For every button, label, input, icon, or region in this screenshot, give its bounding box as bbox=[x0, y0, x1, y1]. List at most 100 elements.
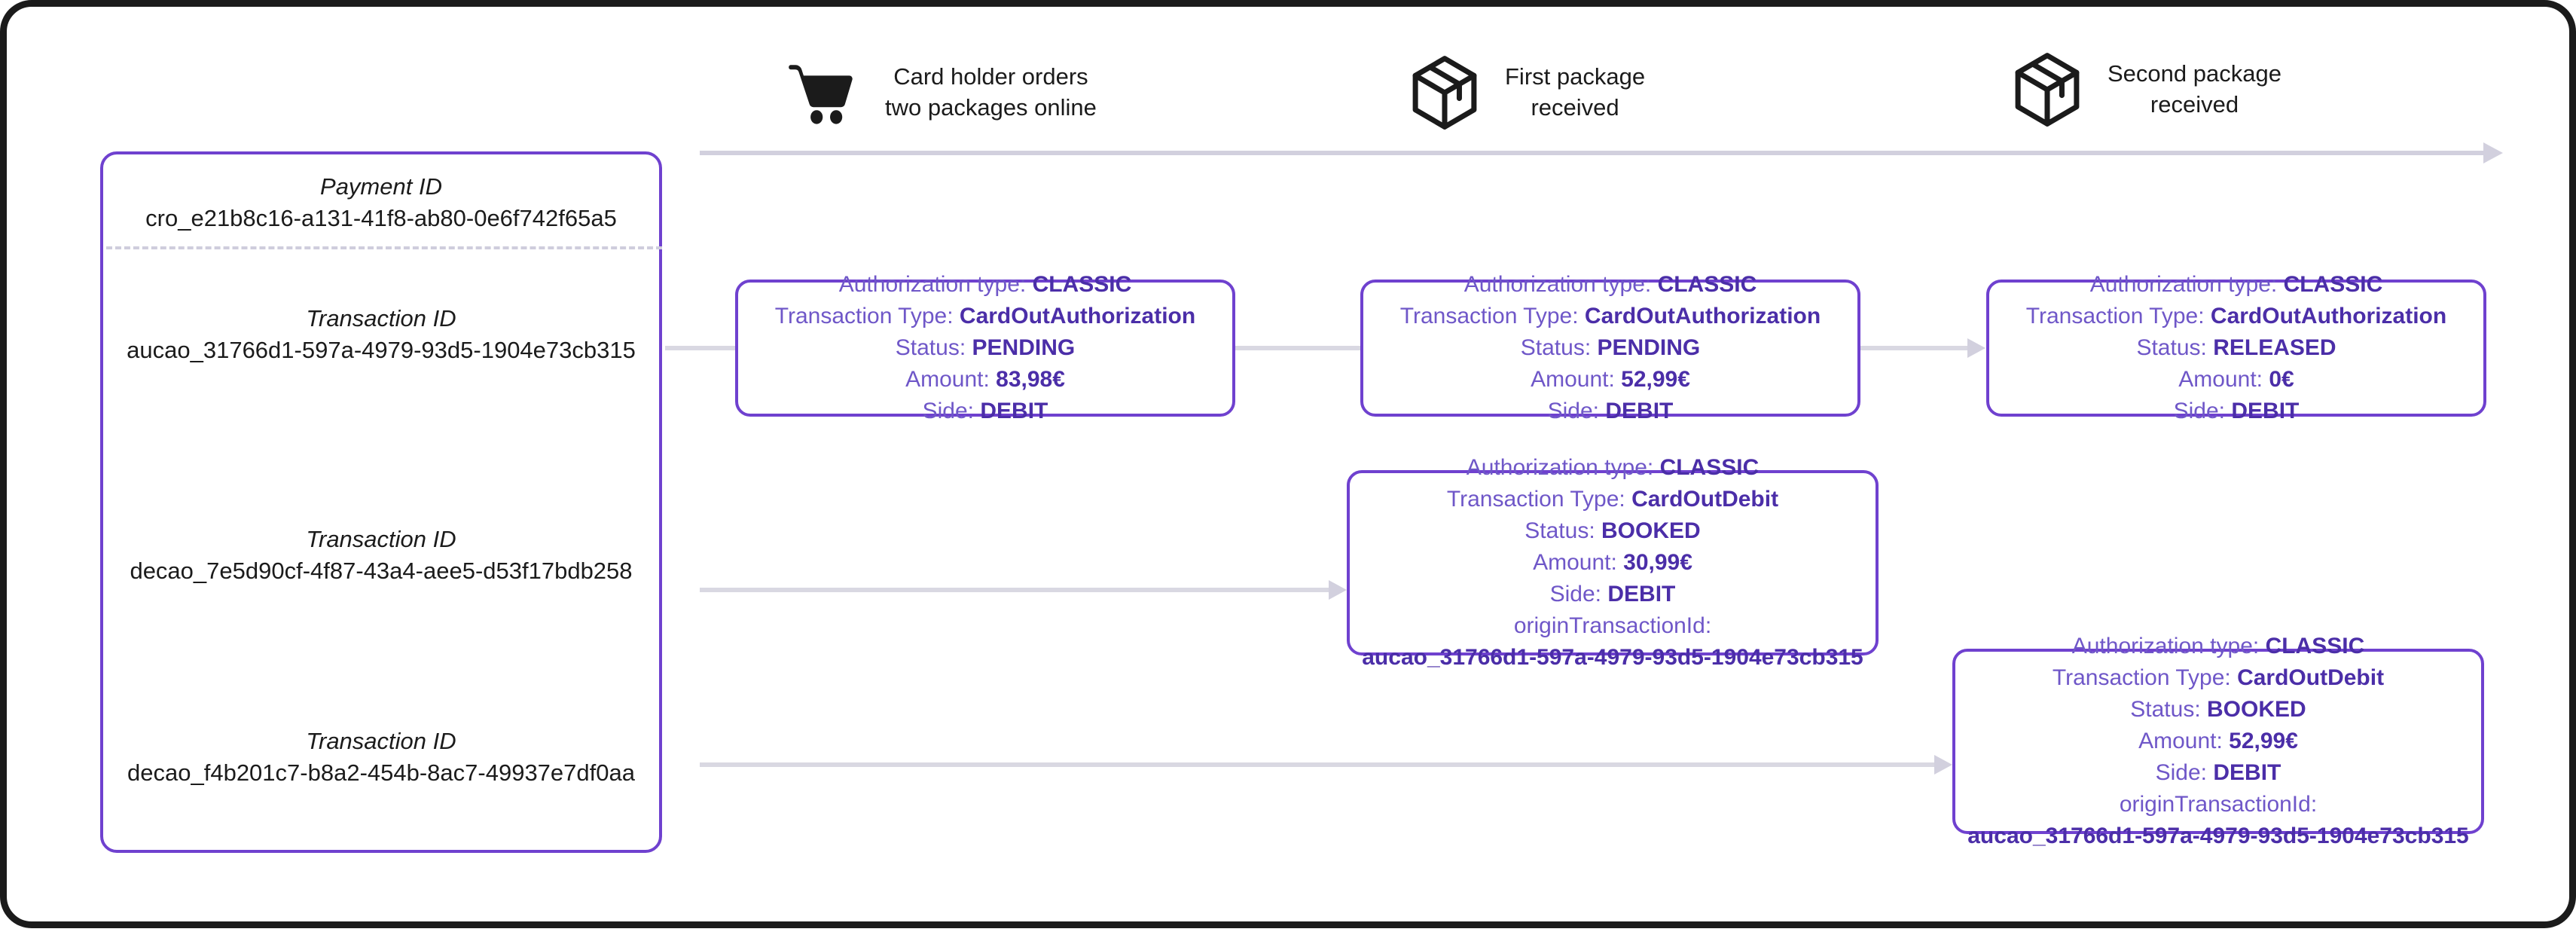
value-status: RELEASED bbox=[2213, 335, 2336, 360]
payment-id-value: cro_e21b8c16-a131-41f8-ab80-0e6f742f65a5 bbox=[145, 204, 617, 231]
value-transaction-type: CardOutDebit bbox=[1631, 487, 1779, 512]
connector-auth1-to-auth2 bbox=[1235, 346, 1362, 350]
transaction-card-debit-1: Authorization type: CLASSIC Transaction … bbox=[1347, 455, 1879, 670]
label-side: Side: bbox=[922, 399, 975, 423]
card-amount-row: Amount: 52,99€ bbox=[2138, 726, 2298, 757]
value-authorization-type: CLASSIC bbox=[1032, 272, 1132, 297]
card-auth-type-row: Authorization type: CLASSIC bbox=[1464, 269, 1757, 301]
card-auth-type-row: Authorization type: CLASSIC bbox=[1467, 452, 1760, 484]
transaction-id-caption-1: Transaction ID bbox=[306, 305, 456, 332]
transaction-id-block-3: Transaction ID decao_f4b201c7-b8a2-454b-… bbox=[103, 726, 659, 788]
label-side: Side: bbox=[1549, 582, 1602, 607]
card-side-row: Side: DEBIT bbox=[1548, 396, 1674, 427]
shopping-cart-icon bbox=[784, 52, 865, 133]
transaction-id-caption-3: Transaction ID bbox=[306, 728, 456, 754]
label-transaction-type: Transaction Type: bbox=[2025, 304, 2205, 328]
label-authorization-type: Authorization type: bbox=[1463, 272, 1652, 297]
label-status: Status: bbox=[2136, 335, 2207, 360]
label-amount: Amount: bbox=[1533, 550, 1617, 575]
value-amount: 52,99€ bbox=[1621, 367, 1690, 392]
connector-auth2-to-auth3 bbox=[1860, 346, 1969, 350]
transaction-id-block-1: Transaction ID aucao_31766d1-597a-4979-9… bbox=[103, 303, 659, 365]
label-status: Status: bbox=[895, 335, 966, 360]
label-status: Status: bbox=[2130, 697, 2201, 722]
card-status-row: Status: RELEASED bbox=[2136, 332, 2336, 364]
label-amount: Amount: bbox=[2138, 729, 2223, 753]
value-origin-transaction-id: aucao_31766d1-597a-4979-93d5-1904e73cb31… bbox=[1362, 645, 1863, 670]
timeline-milestone-1-label: Card holder orders two packages online bbox=[885, 63, 1097, 121]
transaction-card-authorization-1: Authorization type: CLASSIC Transaction … bbox=[735, 272, 1235, 423]
transaction-card-authorization-3: Authorization type: CLASSIC Transaction … bbox=[1986, 272, 2486, 423]
value-authorization-type: CLASSIC bbox=[1657, 272, 1757, 297]
label-amount: Amount: bbox=[2178, 367, 2263, 392]
connector-auth2-to-auth3-arrowhead-icon bbox=[1967, 338, 1985, 358]
label-transaction-type: Transaction Type: bbox=[1399, 304, 1579, 328]
card-side-row: Side: DEBIT bbox=[2156, 757, 2281, 789]
value-amount: 30,99€ bbox=[1623, 550, 1692, 575]
label-authorization-type: Authorization type: bbox=[1466, 455, 1654, 480]
label-authorization-type: Authorization type: bbox=[2089, 272, 2278, 297]
timeline-milestone-2: First package received bbox=[1404, 52, 1645, 133]
label-origin-transaction-id: originTransactionId: bbox=[1513, 613, 1712, 638]
label-authorization-type: Authorization type: bbox=[838, 272, 1027, 297]
package-box-icon bbox=[1404, 52, 1485, 133]
package-box-icon bbox=[2007, 49, 2088, 130]
transaction-card-authorization-2: Authorization type: CLASSIC Transaction … bbox=[1360, 272, 1860, 423]
value-transaction-type: CardOutAuthorization bbox=[959, 304, 1196, 328]
card-side-row: Side: DEBIT bbox=[923, 396, 1048, 427]
connector-panel-to-debit1 bbox=[700, 588, 1329, 592]
payment-id-caption: Payment ID bbox=[320, 173, 442, 200]
card-auth-type-row: Authorization type: CLASSIC bbox=[2072, 631, 2365, 662]
value-side: DEBIT bbox=[1605, 399, 1674, 423]
card-amount-row: Amount: 30,99€ bbox=[1533, 547, 1692, 579]
value-authorization-type: CLASSIC bbox=[2265, 634, 2365, 658]
label-origin-transaction-id: originTransactionId: bbox=[2119, 792, 2318, 817]
card-transaction-type-row: Transaction Type: CardOutDebit bbox=[2053, 662, 2384, 694]
timeline-milestone-3: Second package received bbox=[2007, 49, 2281, 130]
timeline-milestone-3-label: Second package received bbox=[2107, 60, 2281, 118]
card-status-row: Status: BOOKED bbox=[1525, 515, 1700, 547]
card-auth-type-row: Authorization type: CLASSIC bbox=[839, 269, 1132, 301]
value-transaction-type: CardOutAuthorization bbox=[1584, 304, 1821, 328]
card-status-row: Status: PENDING bbox=[1521, 332, 1700, 364]
label-transaction-type: Transaction Type: bbox=[774, 304, 954, 328]
value-amount: 83,98€ bbox=[996, 367, 1065, 392]
value-status: PENDING bbox=[972, 335, 1076, 360]
timeline-milestone-2-label: First package received bbox=[1505, 63, 1646, 121]
card-amount-row: Amount: 0€ bbox=[2178, 364, 2294, 396]
value-authorization-type: CLASSIC bbox=[1659, 455, 1760, 480]
transaction-id-value-3: decao_f4b201c7-b8a2-454b-8ac7-49937e7df0… bbox=[127, 759, 635, 786]
transaction-id-value-2: decao_7e5d90cf-4f87-43a4-aee5-d53f17bdb2… bbox=[130, 557, 633, 584]
value-amount: 0€ bbox=[2269, 367, 2294, 392]
card-side-row: Side: DEBIT bbox=[1550, 579, 1676, 610]
payment-panel: Payment ID cro_e21b8c16-a131-41f8-ab80-0… bbox=[100, 151, 662, 853]
label-authorization-type: Authorization type: bbox=[2071, 634, 2260, 658]
value-side: DEBIT bbox=[980, 399, 1048, 423]
card-amount-row: Amount: 83,98€ bbox=[905, 364, 1065, 396]
value-status: BOOKED bbox=[1601, 518, 1701, 543]
label-side: Side: bbox=[2155, 760, 2208, 785]
value-status: BOOKED bbox=[2207, 697, 2306, 722]
connector-panel-to-auth1 bbox=[665, 346, 737, 350]
value-status: PENDING bbox=[1597, 335, 1701, 360]
card-transaction-type-row: Transaction Type: CardOutAuthorization bbox=[1400, 301, 1821, 332]
card-transaction-type-row: Transaction Type: CardOutAuthorization bbox=[2026, 301, 2446, 332]
value-side: DEBIT bbox=[2213, 760, 2281, 785]
transaction-id-block-2: Transaction ID decao_7e5d90cf-4f87-43a4-… bbox=[103, 524, 659, 586]
value-transaction-type: CardOutAuthorization bbox=[2210, 304, 2447, 328]
value-side: DEBIT bbox=[1607, 582, 1676, 607]
label-amount: Amount: bbox=[1531, 367, 1615, 392]
card-status-row: Status: PENDING bbox=[896, 332, 1075, 364]
connector-panel-to-debit1-arrowhead-icon bbox=[1329, 580, 1347, 600]
label-status: Status: bbox=[1525, 518, 1595, 543]
transaction-id-caption-2: Transaction ID bbox=[306, 526, 456, 552]
connector-panel-to-debit2-arrowhead-icon bbox=[1934, 755, 1952, 775]
card-transaction-type-row: Transaction Type: CardOutDebit bbox=[1447, 484, 1778, 515]
label-side: Side: bbox=[1547, 399, 1600, 423]
diagram-canvas: Card holder orders two packages online F… bbox=[7, 7, 2576, 935]
card-amount-row: Amount: 52,99€ bbox=[1531, 364, 1690, 396]
transaction-id-value-1: aucao_31766d1-597a-4979-93d5-1904e73cb31… bbox=[127, 336, 636, 363]
card-auth-type-row: Authorization type: CLASSIC bbox=[2090, 269, 2383, 301]
value-origin-transaction-id: aucao_31766d1-597a-4979-93d5-1904e73cb31… bbox=[1967, 823, 2469, 848]
